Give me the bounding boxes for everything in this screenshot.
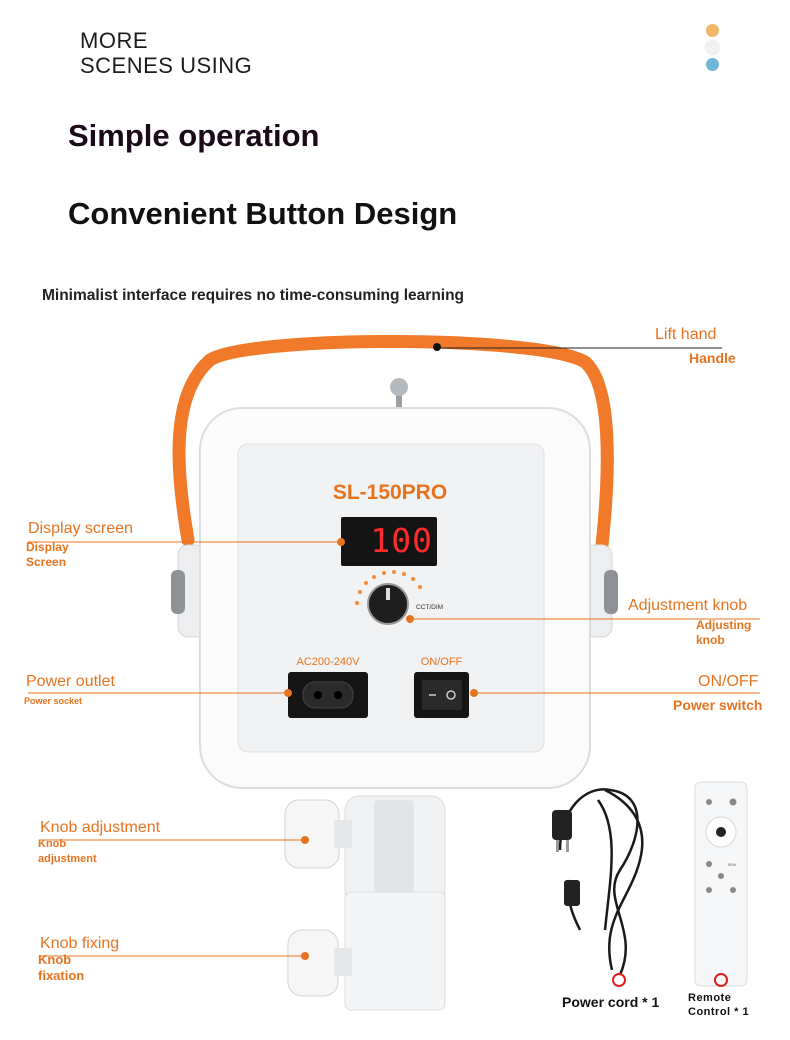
- callout-adjust-sub-line2: knob: [696, 633, 725, 647]
- dot-blue: [706, 58, 719, 71]
- top-screw-stem: [396, 392, 402, 408]
- dial-dots: [355, 570, 422, 605]
- right-knob-side: [604, 570, 618, 614]
- remote-control: [694, 781, 748, 987]
- display-value: 100: [370, 521, 433, 560]
- title-primary: Simple operation: [68, 118, 320, 153]
- knob-label: CCT/DIM: [416, 604, 444, 611]
- callout-adjust-sub-line1: Adjusting: [696, 618, 752, 632]
- scenes-heading: MORE SCENES USING: [80, 28, 252, 78]
- scenes-heading-line2: SCENES USING: [80, 53, 253, 78]
- cord-caption: Power cord * 1: [562, 994, 660, 1010]
- top-screw-ball: [390, 378, 408, 396]
- handle-shape: [172, 335, 614, 552]
- callout-knob-fix-sub-line1: Knob: [38, 952, 72, 967]
- callout-adjust-title: Adjustment knob: [628, 597, 748, 614]
- knob-adjust-neck: [334, 820, 352, 848]
- callout-outlet-sub: Power socket: [24, 696, 83, 706]
- remote-caption-line2: Control * 1: [688, 1006, 750, 1018]
- callout-switch-sub: Power switch: [673, 697, 763, 713]
- callout-knob-adj-title: Knob adjustment: [40, 819, 161, 836]
- callout-display-sub-line2: Screen: [26, 555, 67, 569]
- callout-display-sub: Display Screen: [26, 540, 69, 570]
- page-dots: [706, 24, 719, 75]
- connector: [564, 880, 580, 906]
- dot-orange: [706, 24, 719, 37]
- title-secondary: Convenient Button Design: [68, 196, 458, 231]
- callout-knob-fix-title: Knob fixing: [40, 935, 120, 952]
- remote-preset: 50%: [728, 862, 736, 867]
- remote-caption: Remote Control * 1: [688, 991, 749, 1019]
- callout-display-sub-line1: Display: [26, 540, 69, 554]
- outlet-label: AC200-240V: [296, 656, 360, 668]
- knob-adjust-shape: [284, 799, 340, 869]
- dot-white: [706, 41, 719, 54]
- display-screen: [341, 517, 437, 566]
- callout-handle-sub: Handle: [689, 350, 736, 366]
- subtitle: Minimalist interface requires no time-co…: [42, 287, 465, 304]
- model-name: SL-150PRO: [332, 481, 448, 504]
- callout-adjust-sub: Adjusting knob: [696, 618, 751, 648]
- callout-knob-adj-sub-line2: adjustment: [38, 853, 97, 865]
- stand-slot: [374, 800, 414, 892]
- callout-knob-fix-sub: Knob fixation: [38, 952, 84, 984]
- remote-caption-line1: Remote: [688, 992, 732, 1004]
- callout-knob-adj-sub-line1: Knob: [38, 838, 67, 850]
- callout-outlet-title: Power outlet: [26, 673, 115, 690]
- switch-label: ON/OFF: [420, 656, 463, 668]
- callout-handle-title: Lift hand: [655, 326, 717, 343]
- adjust-knob: [367, 583, 409, 625]
- knob-fix-neck: [334, 948, 352, 976]
- scenes-heading-line1: MORE: [80, 28, 148, 53]
- knob-fix-shape: [287, 929, 339, 997]
- left-knob-side: [171, 570, 185, 614]
- callout-switch-title: ON/OFF: [698, 673, 759, 690]
- callout-knob-adj-sub: Knob adjustment: [38, 837, 97, 867]
- callout-knob-fix-sub-line2: fixation: [38, 968, 85, 983]
- plug: [552, 810, 572, 840]
- stand-lower: [344, 891, 446, 1011]
- callout-display-title: Display screen: [28, 520, 133, 537]
